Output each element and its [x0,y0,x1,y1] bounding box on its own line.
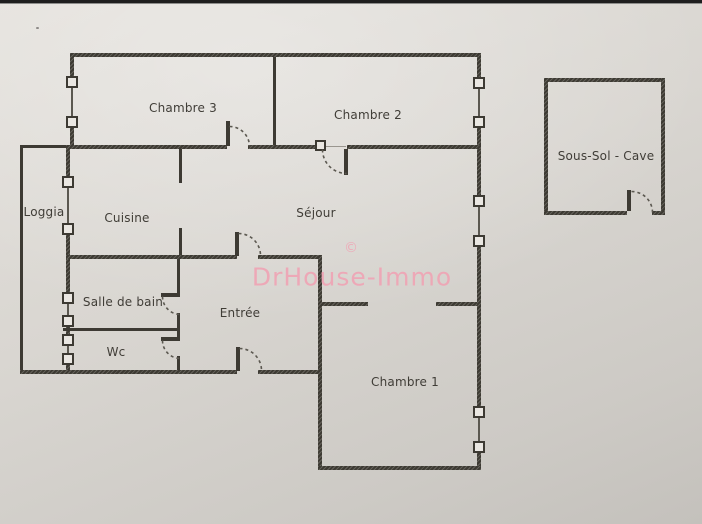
watermark-copyright-icon: © [344,240,358,256]
window-post-icon [66,116,78,128]
paper-speck [36,27,39,29]
window-icon [472,77,486,128]
wall-cuisine-sejour [179,149,182,183]
window-post-icon [473,441,485,453]
wall-entree-top [66,255,237,259]
window-post-icon [62,223,74,235]
door-arc-icon [631,190,654,213]
wall-chambre1-top [436,302,477,306]
window-glass [478,84,480,121]
room-label-sejour: Séjour [296,206,336,220]
door-arc-icon [161,296,181,316]
room-label-entree: Entrée [219,306,261,320]
room-label-chambre3: Chambre 3 [149,101,217,115]
watermark-text: DrHouse-Immo [251,262,453,292]
wall-chambre3-chambre2 [273,57,276,145]
room-label-loggia: Loggia [23,205,65,219]
wall-cave-right [661,78,665,215]
window-icon [61,176,75,235]
wall-bottom-left [258,370,322,374]
wall-cave-bottom [544,211,627,215]
wall-exterior-top [70,53,481,57]
wall-sdb-entree [177,259,180,296]
wall-cave-bottom [652,211,665,215]
wall-exterior-right [477,53,481,77]
door-leaf [627,190,631,211]
door-leaf [161,293,180,297]
room-label-cave: Sous-Sol - Cave [557,149,655,163]
wall-exterior-left [70,128,74,148]
window-post-icon [473,195,485,207]
window-icon [472,195,486,247]
door-arc-icon [239,347,263,371]
room-label-cuisine: Cuisine [104,211,150,225]
room-label-wc: Wc [106,345,126,359]
wall-loggia-left [20,145,23,374]
door-leaf [226,121,230,146]
window-post-icon [62,315,74,327]
wall-sdb-entree [177,356,180,370]
window-icon [472,406,486,453]
wall-entree-chambre1 [318,255,322,470]
window-post-icon [473,77,485,89]
room-label-chambre2: Chambre 2 [334,108,402,122]
door-arc-icon [238,232,262,256]
door-hinge-post [315,140,326,151]
wall-mid-horizontal [248,145,321,149]
window-glass [478,413,480,446]
window-post-icon [62,292,74,304]
wall-entree-top [258,255,322,259]
door-leaf [344,149,348,175]
wall-chambre1-bottom [318,466,481,470]
window-icon [61,334,75,365]
wall-cave-left [544,78,548,215]
wall-cuisine-sejour [179,228,182,256]
window-post-icon [473,235,485,247]
window-icon [61,292,75,327]
door-arc-icon [161,340,181,360]
window-post-icon [473,406,485,418]
wall-sdb-wc [63,328,179,331]
room-label-salle-de-bain: Salle de bain [82,295,164,309]
wall-loggia-top [20,145,70,148]
wall-exterior-left [70,53,74,76]
window-post-icon [62,353,74,365]
window-post-icon [62,176,74,188]
window-glass [67,299,69,320]
wall-exterior-right [477,453,481,470]
wall-bottom-left [20,370,237,374]
door-leaf [236,347,240,371]
window-post-icon [62,334,74,346]
room-label-chambre1: Chambre 1 [371,375,439,389]
wall-loggia-glazed [66,145,70,176]
wall-sdb-entree [177,313,180,340]
window-icon [65,76,79,128]
wall-chambre1-top [322,302,368,306]
window-glass [478,202,480,240]
window-post-icon [66,76,78,88]
wall-mid-horizontal [70,145,227,149]
wall-mid-horizontal [347,145,481,149]
wall-loggia-glazed [66,365,70,374]
window-post-icon [473,116,485,128]
door-threshold [326,146,346,147]
wall-cave-top [544,78,665,82]
door-arc-icon [229,125,251,147]
wall-exterior-right [477,247,481,406]
door-arc-icon [321,149,347,175]
wall-loggia-glazed [66,235,70,292]
window-glass [71,83,73,121]
wall-exterior-right [477,128,481,195]
door-leaf [235,232,239,256]
window-glass [67,341,69,358]
photo-top-edge [0,0,702,4]
window-glass [67,183,69,228]
door-leaf [161,337,180,341]
